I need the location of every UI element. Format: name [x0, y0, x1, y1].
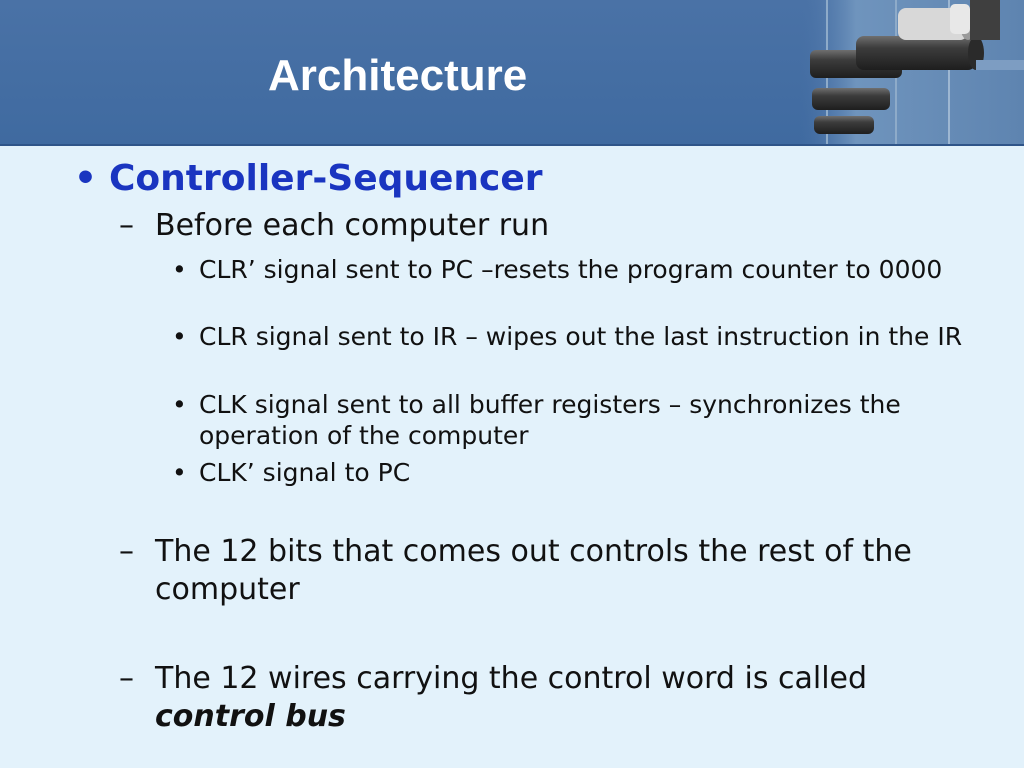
sub-bullet-twelve-bits: –The 12 bits that comes out controls the…	[119, 533, 975, 609]
control-bus-term: control bus	[155, 699, 346, 734]
dash-marker: –	[119, 661, 134, 696]
section-heading: Controller-Sequencer	[109, 158, 543, 199]
list-item: • CLK’ signal to PC	[172, 457, 979, 488]
sub-bullet-text: Before each computer run	[155, 208, 550, 243]
list-item-text: CLR signal sent to IR – wipes out the la…	[199, 322, 963, 351]
sub-bullet-before-run: –Before each computer run	[119, 207, 975, 245]
list-item-text: CLK signal sent to all buffer registers …	[199, 390, 901, 450]
bullet-dot: •	[172, 255, 187, 284]
main-bullet: • Controller-Sequencer	[74, 156, 543, 202]
list-item: • CLR’ signal sent to PC –resets the prog…	[172, 254, 979, 285]
bullet-dot: •	[172, 458, 187, 487]
slide-header: Architecture	[0, 0, 1024, 146]
list-item: • CLR signal sent to IR – wipes out the l…	[172, 321, 979, 352]
bullet-dot: •	[172, 322, 187, 351]
bullet-dot: •	[172, 390, 187, 419]
bullet-dot: •	[74, 158, 98, 199]
header-divider	[0, 144, 1024, 146]
dash-marker: –	[119, 208, 134, 243]
dash-marker: –	[119, 534, 134, 569]
tubes-image	[800, 0, 1024, 146]
list-item-text: CLK’ signal to PC	[199, 458, 411, 487]
slide-title: Architecture	[268, 51, 528, 100]
sub-bullet-control-bus: –The 12 wires carrying the control word …	[119, 660, 975, 736]
sub-bullet-text: The 12 wires carrying the control word i…	[155, 661, 868, 696]
sub-bullet-text: The 12 bits that comes out controls the …	[155, 534, 912, 607]
list-item-text: CLR’ signal sent to PC –resets the progr…	[199, 255, 943, 284]
list-item: • CLK signal sent to all buffer registers…	[172, 389, 979, 451]
